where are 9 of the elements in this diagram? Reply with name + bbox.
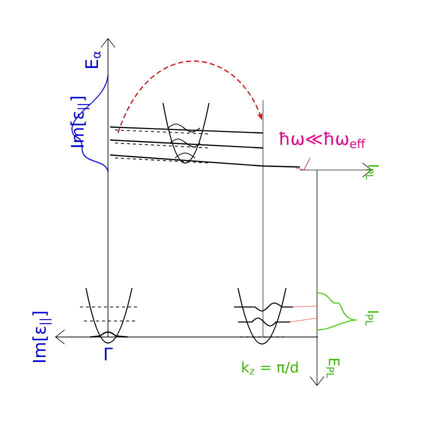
energy-relation-label: ħω≪ħω$_{eff}$: [279, 132, 366, 148]
wavevector-label: k$_{z}$ = π/d: [242, 361, 298, 375]
axis-label: E$_{α}$: [85, 51, 101, 68]
spectrum-label: I$_{PL}$: [366, 311, 378, 326]
point-label: Γ: [104, 348, 113, 360]
axis-label: I$_{PL}$: [366, 165, 379, 180]
spectrum-label: Im[ε$_{||}$]: [70, 96, 90, 147]
axis-label: Im[ε$_{||}$]: [32, 312, 52, 362]
axis-label: E$_{PL}$: [326, 358, 340, 378]
